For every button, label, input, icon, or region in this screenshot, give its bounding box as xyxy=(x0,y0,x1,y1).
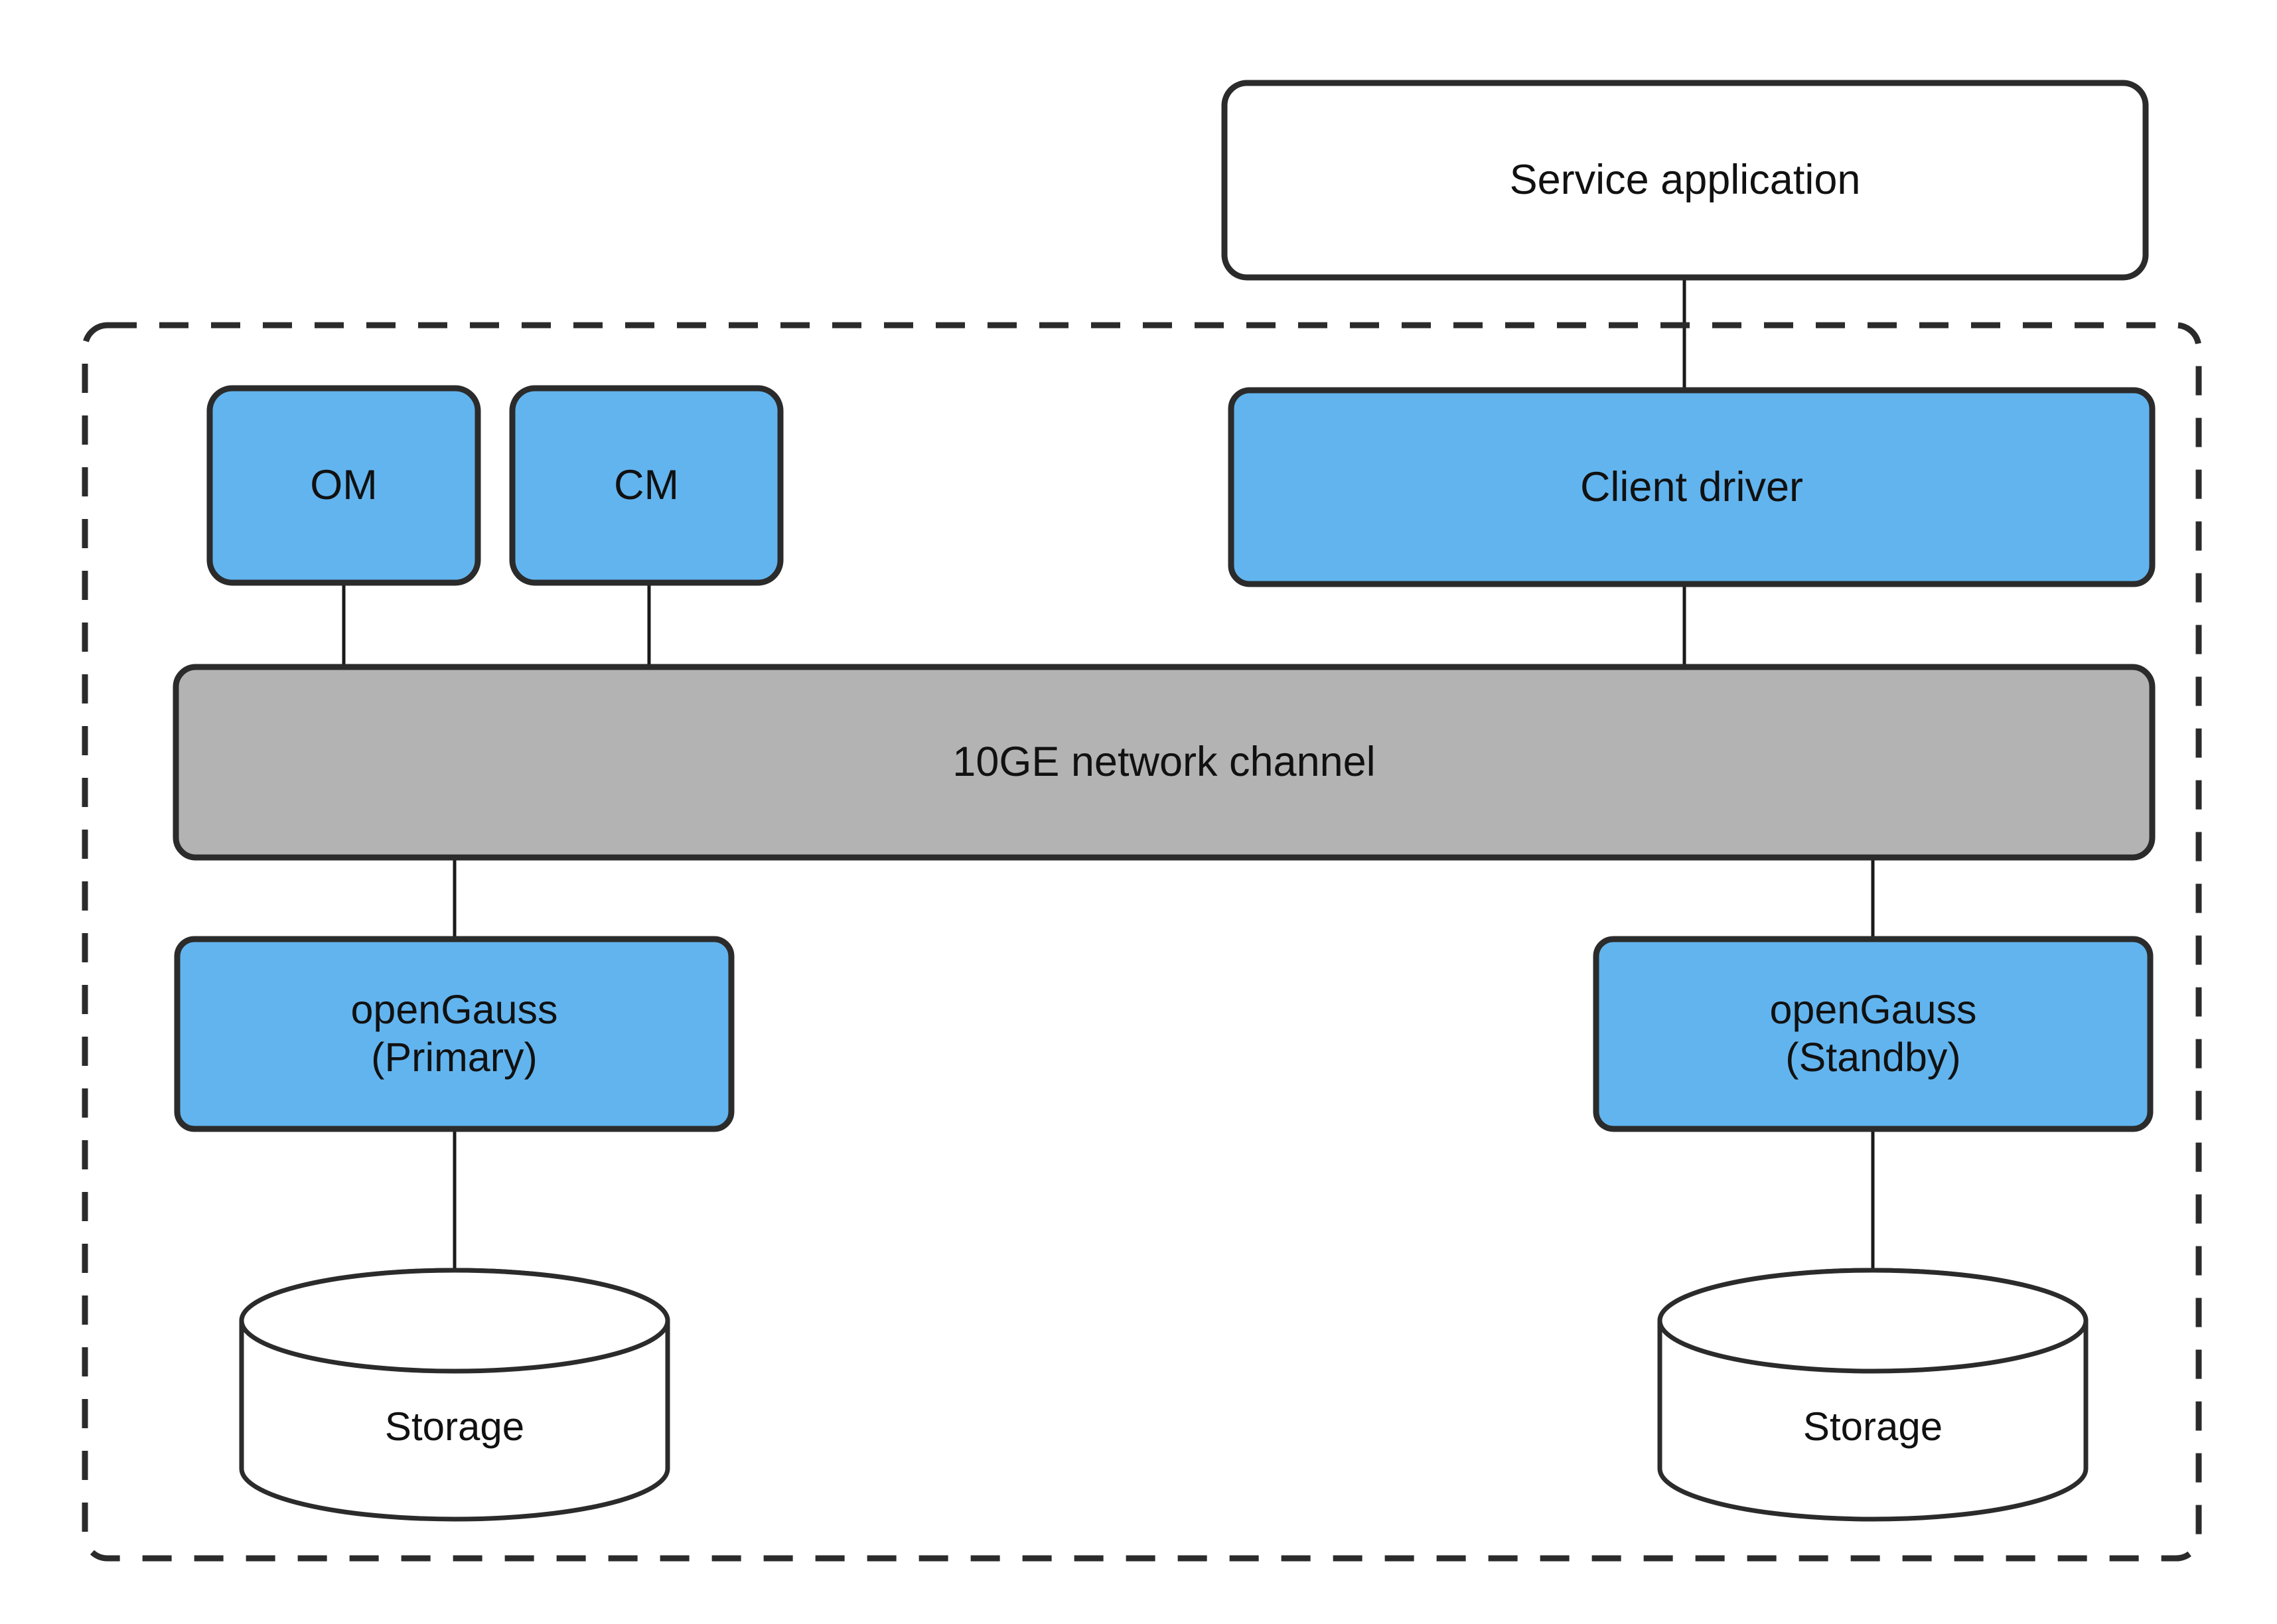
storage-primary-cylinder[interactable] xyxy=(239,1268,670,1522)
service-application-box[interactable] xyxy=(1221,80,2149,281)
connector-lines xyxy=(342,277,1875,1284)
opengauss-primary-box[interactable] xyxy=(174,936,735,1132)
network-channel-bar[interactable] xyxy=(173,664,2156,861)
cm-box[interactable] xyxy=(509,385,784,586)
storage-standby-cylinder[interactable] xyxy=(1657,1268,2089,1522)
client-driver-box[interactable] xyxy=(1228,387,2156,587)
opengauss-standby-box[interactable] xyxy=(1593,936,2154,1132)
cluster-boundary xyxy=(82,322,2202,1562)
om-box[interactable] xyxy=(206,385,481,586)
